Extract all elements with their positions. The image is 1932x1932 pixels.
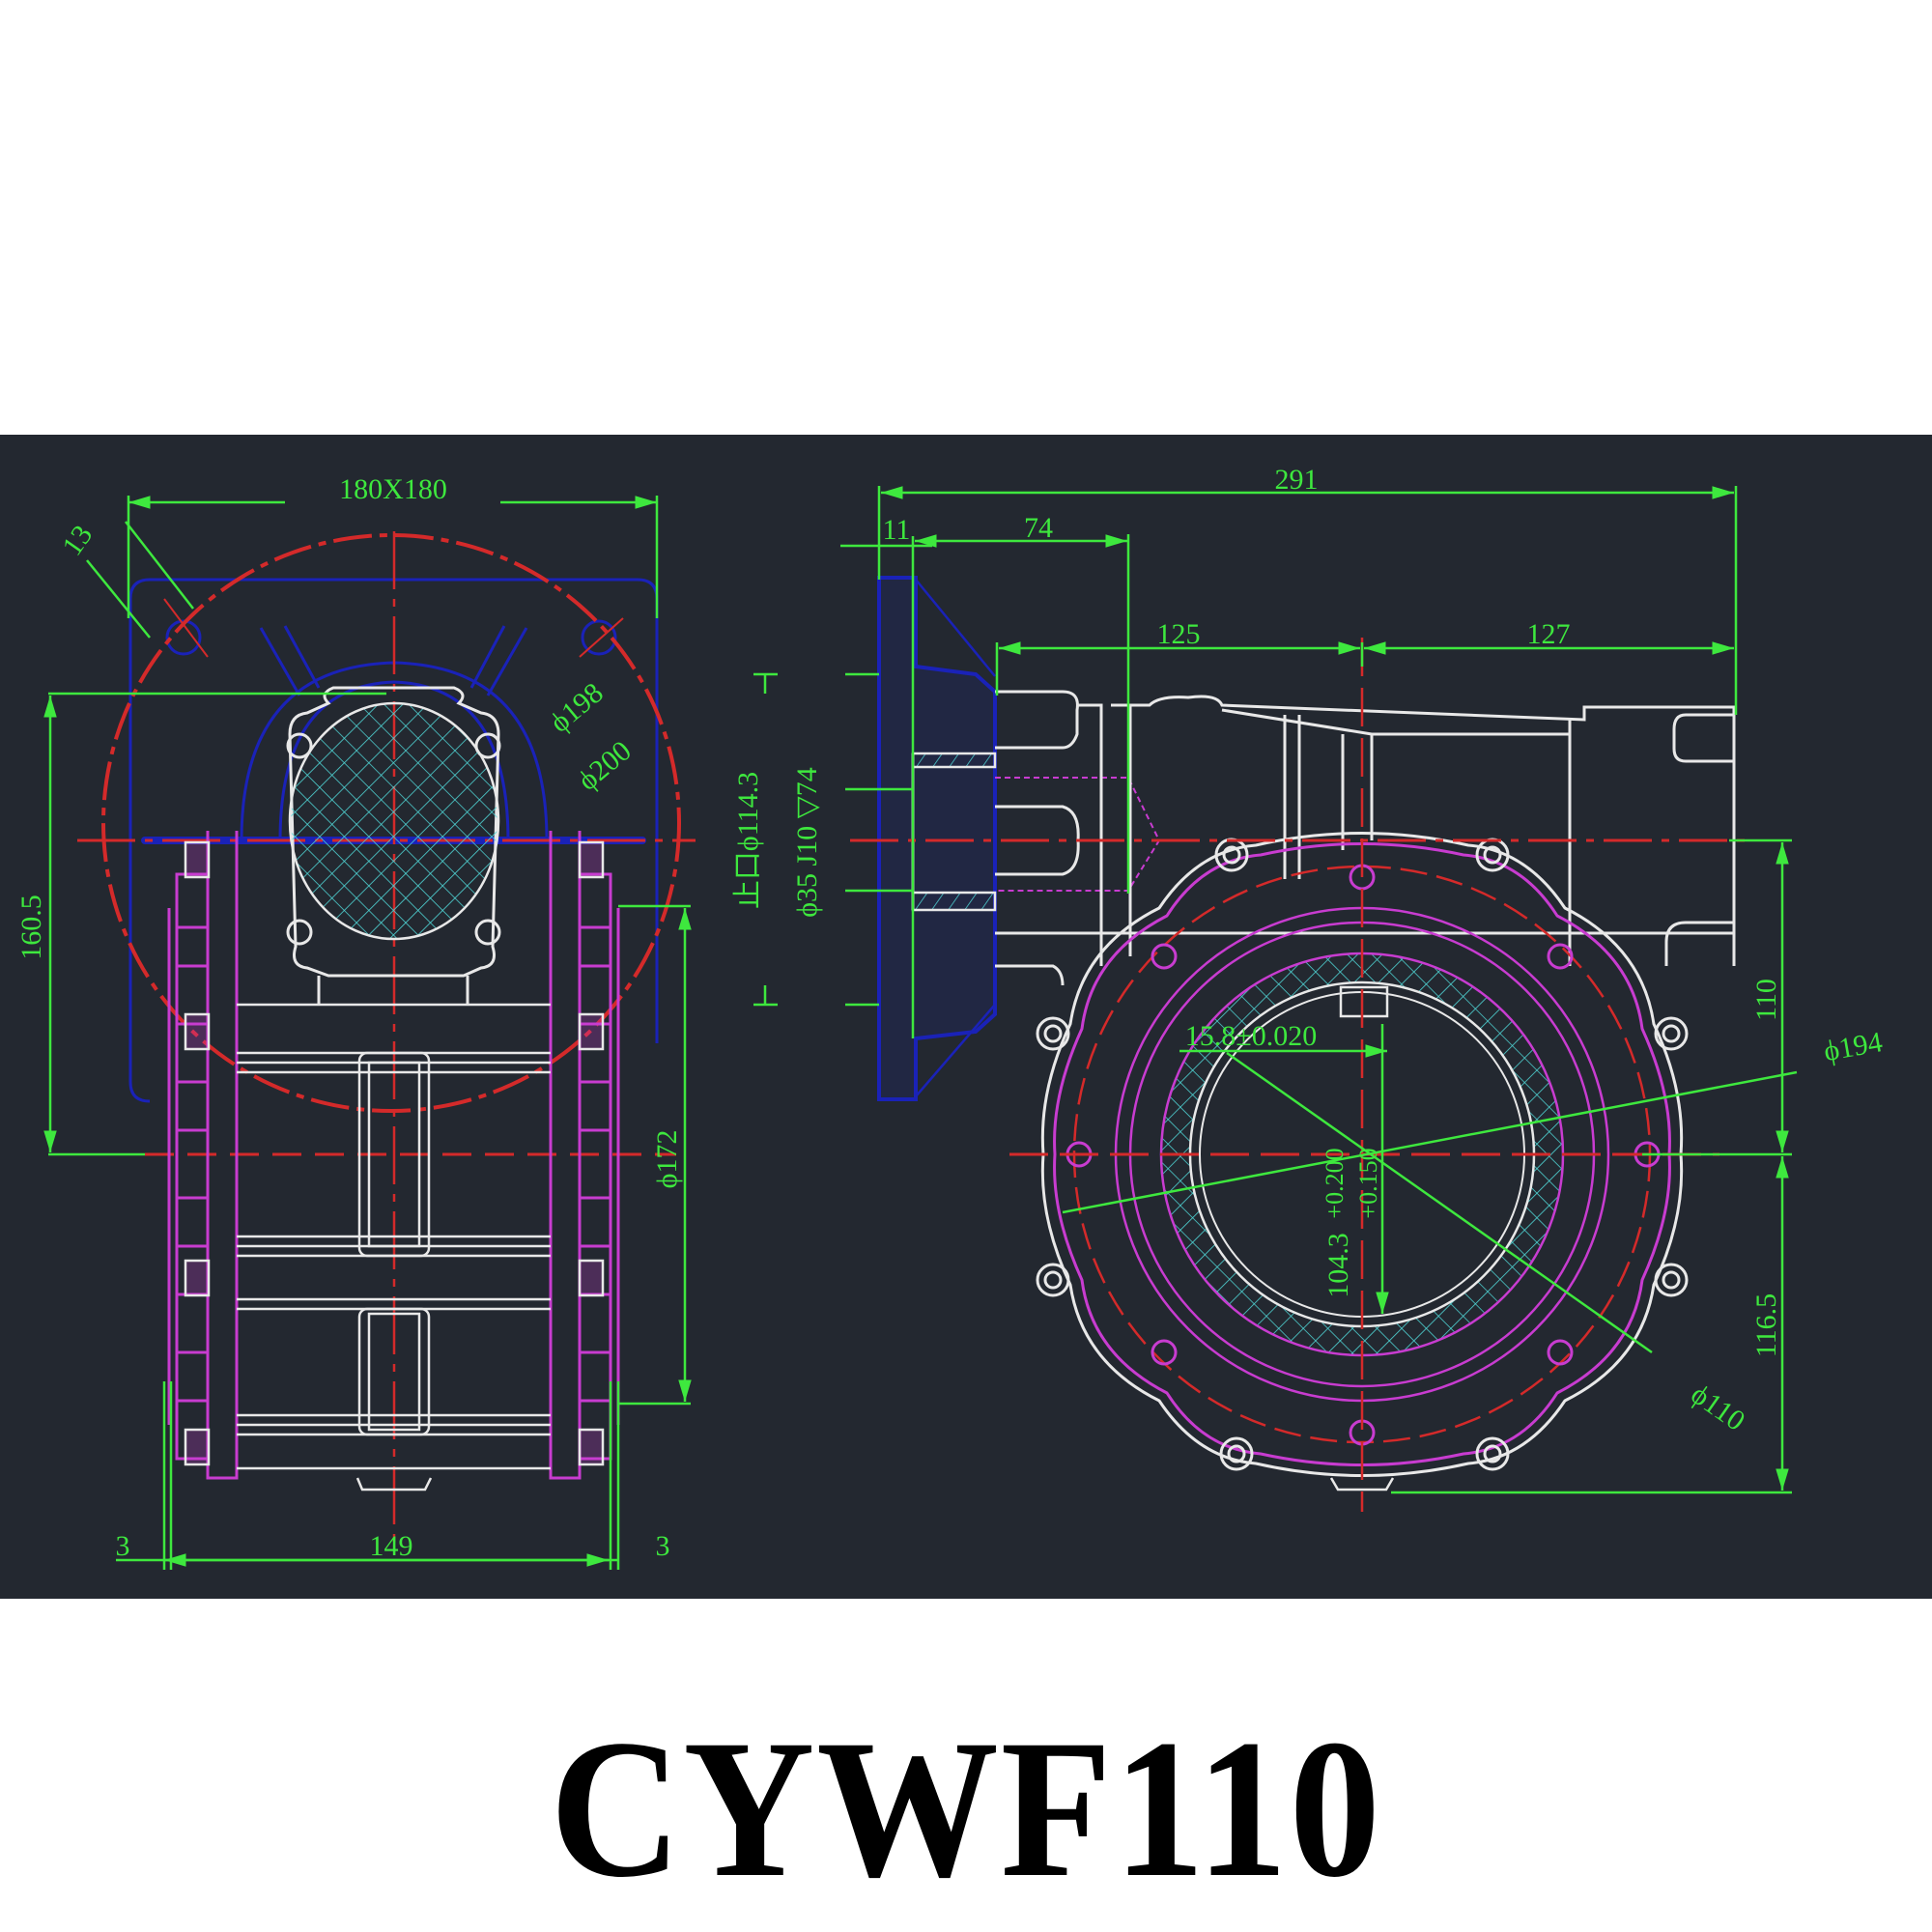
cad-drawing-panel: [0, 435, 1932, 1599]
dim-overall-291: 291: [1275, 464, 1319, 496]
pcd-circle: [101, 533, 681, 1113]
page-background-top: [0, 0, 1932, 435]
dim-keyway-tol-upper: +0.200: [1321, 1148, 1349, 1218]
dim-keyway-width: 15.8±0.020: [1185, 1020, 1317, 1052]
keyway: [1339, 985, 1389, 1018]
dim-pcd-200: ϕ200: [572, 735, 638, 797]
gearbox-frame: [237, 1003, 551, 1492]
dim-input-bore-35: ϕ35 J10 ▽74: [791, 767, 823, 918]
dim-left-gap-3: 3: [116, 1530, 130, 1562]
dim-bore-110: ϕ110: [1686, 1378, 1751, 1437]
dim-right-gap-3: 3: [656, 1530, 670, 1562]
motor-flange-outline: [288, 686, 500, 978]
dim-input-74: 74: [1024, 512, 1053, 544]
dim-mounting-square: 180X180: [339, 473, 447, 505]
dim-width-149: 149: [370, 1530, 413, 1562]
gearbox-housing: [995, 690, 1736, 986]
dim-127: 127: [1527, 618, 1571, 650]
right-view-dimensions: [753, 486, 1798, 1494]
left-view-dimensions: [43, 496, 692, 1570]
dim-upper-110: 110: [1750, 979, 1782, 1021]
dim-body-dia-172: ϕ172: [651, 1130, 683, 1189]
model-title: CYWF110: [550, 1699, 1382, 1918]
hatched-bore: [288, 701, 500, 941]
input-flange: [877, 576, 997, 1101]
dim-height-160-5: 160.5: [15, 895, 47, 960]
dim-lower-116-5: 116.5: [1750, 1293, 1782, 1357]
bolt-hole-tr: [581, 619, 617, 656]
dim-flange-pcd-194: ϕ194: [1822, 1026, 1886, 1067]
dim-spigot-114-3: 止口ϕ114.3: [732, 772, 764, 909]
dim-pcd-198: ϕ198: [544, 677, 610, 739]
dim-flange-11: 11: [883, 514, 911, 546]
dim-keyway-tol-lower: +0.150: [1354, 1148, 1382, 1218]
dim-bolt-hole: 13: [56, 520, 99, 562]
dim-125: 125: [1157, 618, 1201, 650]
dim-keyway-depth: 104.3: [1322, 1233, 1354, 1298]
